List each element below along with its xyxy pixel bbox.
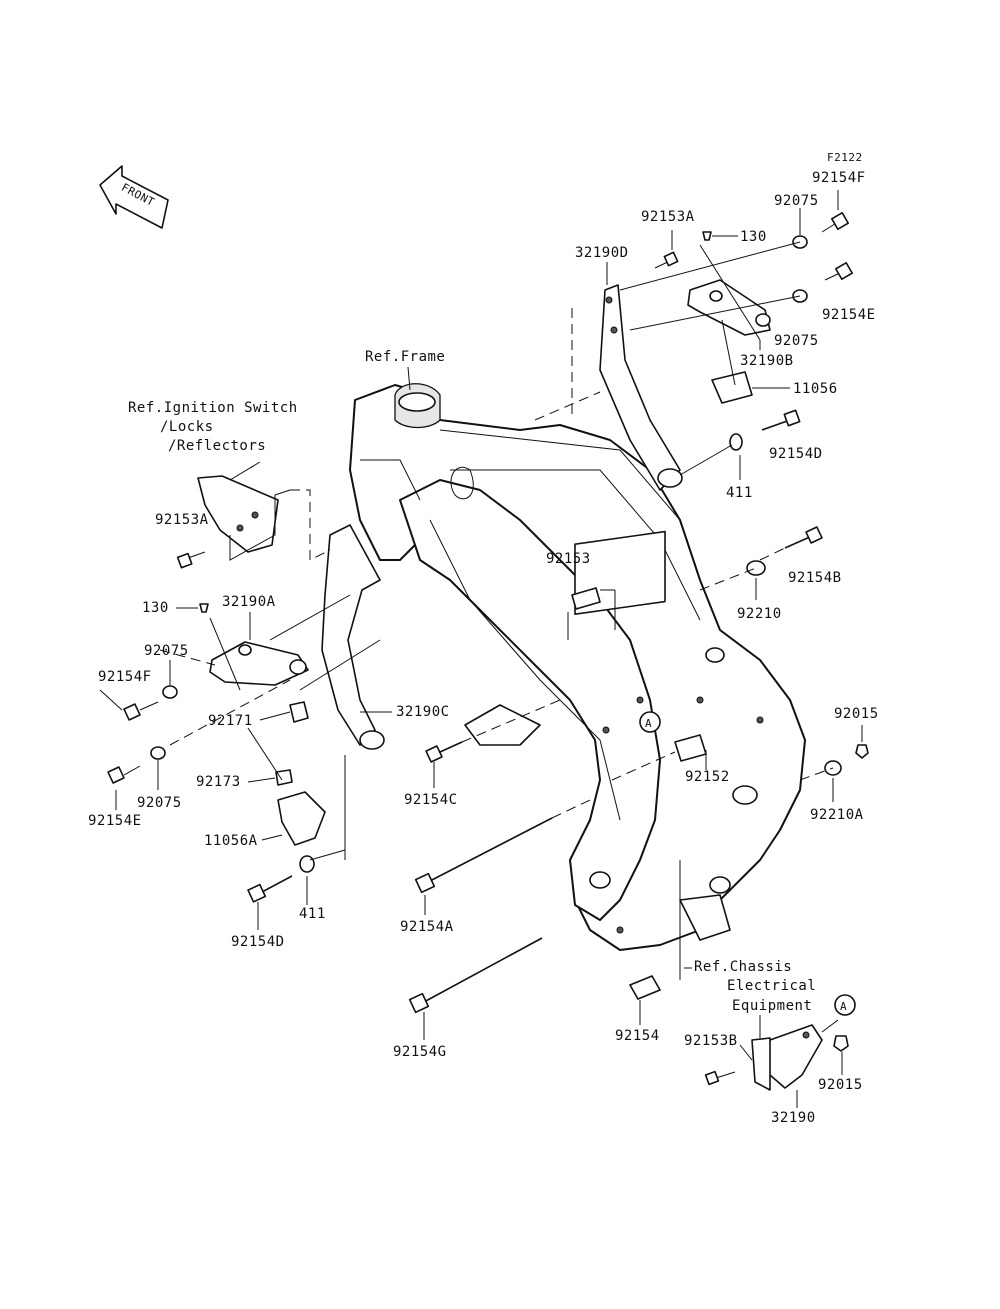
ref-frame-label: Ref.Frame — [365, 349, 445, 365]
bolt-92153B — [704, 1070, 736, 1086]
callout-a-main: A — [639, 711, 661, 733]
bolt-92154C — [425, 741, 463, 763]
label-92075-left: 92075 — [144, 643, 189, 659]
label-32190: 32190 — [771, 1110, 816, 1126]
label-92154F-top: 92154F — [812, 170, 866, 186]
bracket-32190C — [321, 524, 385, 750]
bracket-32190D — [599, 284, 683, 491]
bracket-32190B — [687, 279, 771, 336]
label-92210: 92210 — [737, 606, 782, 622]
label-92154A: 92154A — [400, 919, 454, 935]
bolt-92154E-left — [107, 765, 141, 784]
label-92154F-left: 92154F — [98, 669, 152, 685]
nut-92015-right — [855, 744, 869, 759]
ref-chassis-line1: Ref.Chassis — [694, 959, 792, 975]
figure-code: F2122 — [827, 151, 863, 164]
bracket-32190A — [209, 641, 309, 686]
label-11056A: 11056A — [204, 833, 258, 849]
label-92173: 92173 — [196, 774, 241, 790]
plate-11056A — [277, 791, 326, 846]
washer-92075-left2 — [150, 746, 166, 760]
label-92153A-left: 92153A — [155, 512, 209, 528]
ref-ignition-line3: /Reflectors — [168, 438, 266, 454]
ref-ignition-line2: /Locks — [160, 419, 214, 435]
screw-130-left — [199, 603, 209, 613]
clamp-92173 — [275, 769, 293, 786]
plate-ignition — [197, 475, 279, 553]
bolt-92153A-top — [654, 251, 679, 269]
screw-130-top — [702, 231, 712, 241]
label-92075-mid: 92075 — [774, 333, 819, 349]
plate-11056 — [711, 371, 753, 404]
label-92154E-right: 92154E — [822, 307, 876, 323]
washer-411-left — [299, 855, 315, 873]
label-11056: 11056 — [793, 381, 838, 397]
ref-chassis-line3: Equipment — [732, 998, 812, 1014]
label-92154B: 92154B — [788, 570, 842, 586]
collar-92210 — [746, 560, 766, 576]
bracket-chassis — [751, 1037, 771, 1091]
bolt-92154B — [784, 526, 823, 549]
bolt-92154E-right — [824, 262, 853, 281]
label-32190A: 32190A — [222, 594, 276, 610]
label-92171: 92171 — [208, 713, 253, 729]
clamp-92171 — [289, 701, 309, 723]
label-92154D-right: 92154D — [769, 446, 823, 462]
callout-a-bottom: A — [834, 994, 856, 1016]
label-92154: 92154 — [615, 1028, 660, 1044]
label-92075-top: 92075 — [774, 193, 819, 209]
label-92154E-left: 92154E — [88, 813, 142, 829]
spacer-92154 — [629, 975, 661, 1000]
label-92210A: 92210A — [810, 807, 864, 823]
callout-a-main-label: A — [645, 717, 652, 730]
ref-chassis-line2: Electrical — [727, 978, 816, 994]
label-32190D: 32190D — [575, 245, 629, 261]
label-411-left: 411 — [299, 906, 326, 922]
label-92152: 92152 — [685, 769, 730, 785]
label-92075-left2: 92075 — [137, 795, 182, 811]
bolt-92153A-left — [176, 551, 206, 569]
label-130-left: 130 — [142, 600, 169, 616]
callout-a-bottom-label: A — [840, 1000, 847, 1013]
bolt-92154A — [414, 817, 553, 894]
bolt-92154D-right — [761, 409, 801, 431]
front-arrow-icon: FRONT — [99, 165, 169, 229]
label-92015-right: 92015 — [834, 706, 879, 722]
label-92154D-left: 92154D — [231, 934, 285, 950]
washer-92075-left — [162, 685, 178, 699]
bolt-92154F-top — [821, 212, 849, 233]
bolt-92154F-left — [123, 701, 159, 721]
bolt-92154D-left — [247, 875, 293, 903]
main-frame — [349, 383, 806, 951]
nut-92015-bottom — [833, 1035, 849, 1052]
spacer-92153 — [571, 587, 601, 610]
label-32190B: 32190B — [740, 353, 794, 369]
label-411-right: 411 — [726, 485, 753, 501]
label-92154G: 92154G — [393, 1044, 447, 1060]
label-92153B: 92153B — [684, 1033, 738, 1049]
bolt-92154G — [408, 937, 543, 1014]
ref-ignition-line1: Ref.Ignition Switch — [128, 400, 298, 416]
label-130-top: 130 — [740, 229, 767, 245]
washer-411-right — [729, 433, 743, 451]
label-92154C: 92154C — [404, 792, 458, 808]
label-32190C: 32190C — [396, 704, 450, 720]
label-92015-bottom: 92015 — [818, 1077, 863, 1093]
label-92153A-top: 92153A — [641, 209, 695, 225]
leader-lines — [99, 190, 863, 1108]
label-92153: 92153 — [546, 551, 591, 567]
